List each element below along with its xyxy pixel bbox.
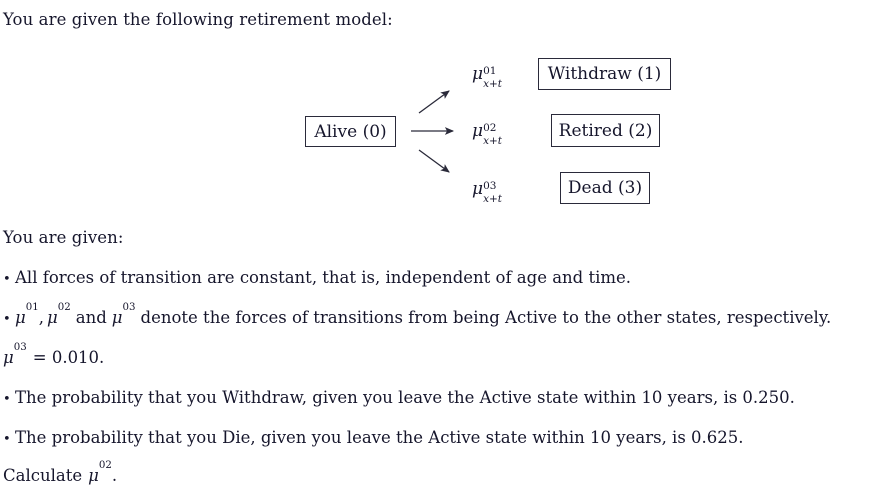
bullet-text-constant-forces: All forces of transition are constant, t… (15, 268, 632, 287)
bullet-dot-icon: • (3, 432, 11, 447)
bullet-text-die-probability: The probability that you Die, given you … (15, 428, 744, 447)
mu-list-and: and (75, 308, 107, 327)
mu03-value-line: μ03 = 0.010. (3, 342, 105, 367)
bullet-text-withdraw-probability: The probability that you Withdraw, given… (15, 388, 795, 407)
bullet-item-constant-forces: • All forces of transition are constant,… (3, 268, 632, 287)
state-box-alive[interactable]: Alive (0) (305, 116, 396, 147)
bullet-dot-icon: • (3, 312, 11, 327)
mu-subscript-01: x+t (483, 78, 503, 90)
arrow-up-right-icon (418, 90, 450, 114)
state-box-dead[interactable]: Dead (3) (560, 172, 650, 204)
inline-mu-02-question: μ02 (88, 460, 112, 485)
mu-superscript-02: 02 (483, 122, 497, 134)
question-suffix: . (111, 466, 118, 485)
inline-mu-02: μ02 (47, 302, 71, 327)
bullet-text-mu-definitions: denote the forces of transitions from be… (140, 308, 832, 327)
mu-superscript-03: 03 (483, 180, 497, 192)
given-heading: You are given: (3, 228, 124, 247)
mu-subscript-03: x+t (483, 193, 503, 205)
inline-mu-03: μ03 (111, 302, 136, 327)
mu-symbol-03: μ (472, 179, 484, 199)
inline-mu-01: μ01 (15, 302, 39, 327)
mu-list-comma: , (38, 308, 44, 327)
mu03-value-text: = 0.010. (32, 348, 105, 367)
mu-subscript-02: x+t (483, 135, 503, 147)
question-prefix: Calculate (3, 466, 83, 485)
state-box-withdraw[interactable]: Withdraw (1) (538, 58, 671, 90)
bullet-dot-icon: • (3, 272, 11, 287)
bullet-dot-icon: • (3, 392, 11, 407)
bullet-item-withdraw-probability: • The probability that you Withdraw, giv… (3, 388, 795, 407)
intro-text: You are given the following retirement m… (3, 10, 393, 29)
state-box-retired[interactable]: Retired (2) (551, 114, 660, 147)
arrow-down-right-icon (418, 149, 450, 173)
mu-symbol-01: μ (472, 64, 484, 84)
mu-superscript-01: 01 (483, 65, 497, 77)
mu-symbol-02: μ (472, 121, 484, 141)
transition-arrows (411, 90, 455, 173)
bullet-item-die-probability: • The probability that you Die, given yo… (3, 428, 744, 447)
inline-mu-03-value: μ03 (3, 342, 27, 367)
question-line: Calculate μ02. (3, 460, 118, 485)
